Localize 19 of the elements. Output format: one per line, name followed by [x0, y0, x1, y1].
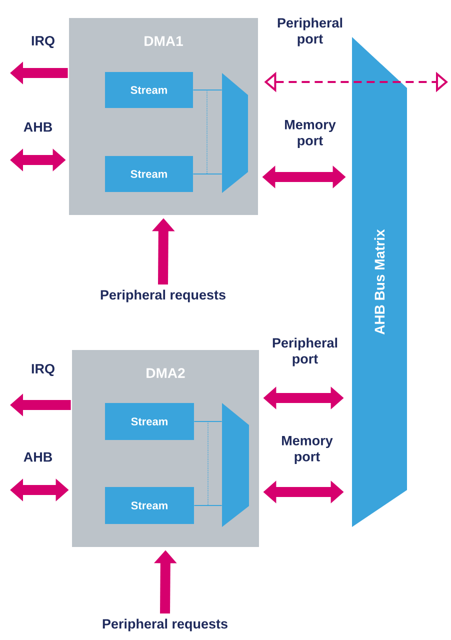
- stream-box: Stream: [105, 403, 194, 440]
- edge-label: Peripheral port: [272, 338, 338, 366]
- edge-label: Memory port: [285, 120, 336, 148]
- multiplexer: [222, 403, 249, 527]
- edge-label: AHB: [24, 452, 52, 462]
- connector-line: [194, 505, 222, 506]
- bus-matrix: AHB Bus Matrix: [352, 37, 407, 527]
- edge-label: AHB: [24, 122, 52, 132]
- stream-box: Stream: [105, 156, 193, 192]
- stream-box: Stream: [105, 72, 193, 108]
- edge-label: Peripheral port: [278, 18, 342, 46]
- stream-box: Stream: [105, 487, 194, 524]
- text-label: Peripheral requests: [102, 618, 228, 632]
- text-label: Peripheral requests: [100, 290, 226, 302]
- edge-label: IRQ: [32, 36, 54, 48]
- multiplexer: [222, 73, 248, 193]
- edge-label: Memory port: [282, 436, 333, 464]
- connector-line: [194, 421, 222, 422]
- edge-label: IRQ: [32, 364, 54, 376]
